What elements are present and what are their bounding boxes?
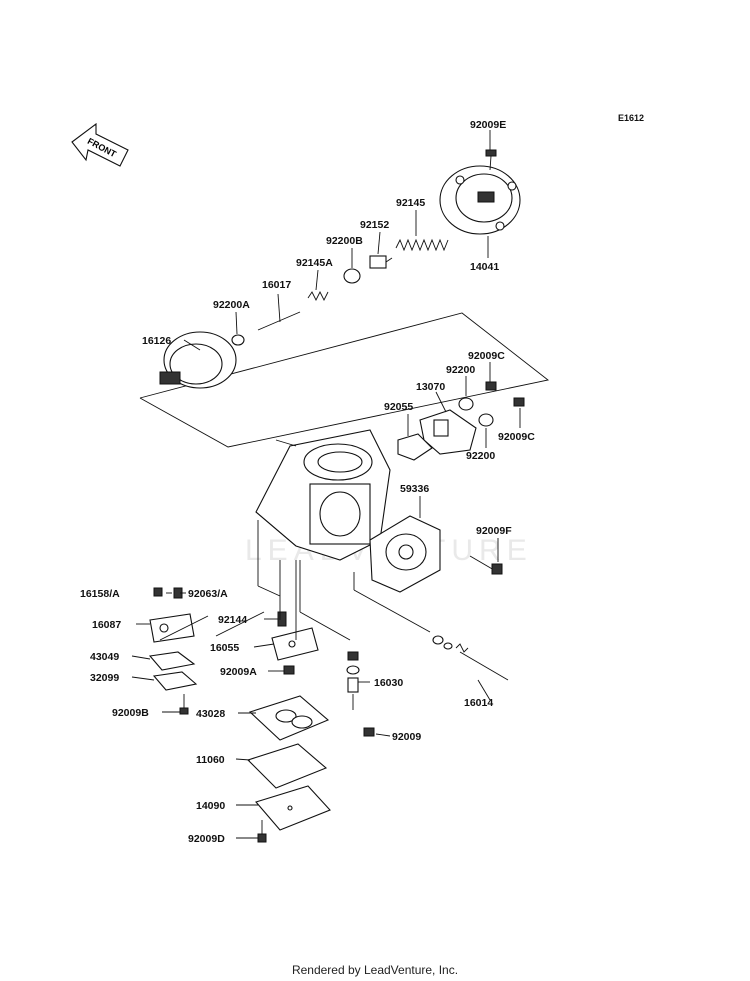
label-32099: 32099 [90,672,119,684]
label-16158A: 16158/A [80,588,120,600]
part-11060 [246,743,328,789]
part-92009A [283,665,295,675]
part-16017 [257,311,301,331]
label-92009D: 92009D [188,833,225,845]
part-14090 [255,785,331,831]
part-43049 [148,651,196,671]
label-16030: 16030 [374,677,403,689]
part-59336 [369,515,441,593]
label-16017: 16017 [262,279,291,291]
label-14041: 14041 [470,261,499,273]
part-16014 [432,635,509,681]
label-43028: 43028 [196,708,225,720]
part-14041 [439,165,521,235]
label-92200-top: 92200 [446,364,475,376]
part-13070 [419,409,477,455]
label-92144: 92144 [218,614,247,626]
label-14090: 14090 [196,800,225,812]
part-92145A [307,290,329,302]
label-43049: 43049 [90,651,119,663]
part-92009 [363,727,375,737]
part-92200A [231,334,245,346]
label-92145A: 92145A [296,257,333,269]
part-16087 [149,613,195,643]
part-16030 [346,651,360,710]
part-92009E [485,149,497,171]
part-92144 [277,611,287,627]
label-11060: 11060 [196,754,225,766]
part-92200-top [458,397,474,411]
part-92152 [369,255,393,269]
label-92009B: 92009B [112,707,149,719]
label-92009E: 92009E [470,119,506,131]
label-92009F: 92009F [476,525,512,537]
label-16055: 16055 [210,642,239,654]
part-43028 [248,695,330,741]
label-16014: 16014 [464,697,493,709]
part-16055 [271,627,319,661]
upper-assembly-panel [139,312,550,448]
label-59336: 59336 [400,483,429,495]
carburetor-body [255,429,391,561]
diagram-code: E1612 [618,113,644,123]
label-92200B: 92200B [326,235,363,247]
label-16126: 16126 [142,335,171,347]
part-92200B [343,268,361,284]
part-92009C-top [485,381,497,391]
part-92200-bottom [478,413,494,427]
label-92200A: 92200A [213,299,250,311]
label-92145: 92145 [396,197,425,209]
label-92152: 92152 [360,219,389,231]
part-92145 [395,238,449,252]
label-92009: 92009 [392,731,421,743]
part-16158A [153,587,163,597]
part-92055 [397,433,433,461]
part-92009D [257,820,267,843]
label-92009A: 92009A [220,666,257,678]
label-13070: 13070 [416,381,445,393]
footer-credit: Rendered by LeadVenture, Inc. [291,963,459,977]
label-16087: 16087 [92,619,121,631]
part-16126 [159,331,237,389]
front-arrow-icon: FRONT [71,122,129,167]
part-92009F [469,555,503,575]
label-92009C-top: 92009C [468,350,505,362]
label-92200-bottom: 92200 [466,450,495,462]
label-92055: 92055 [384,401,413,413]
label-92063A: 92063/A [188,588,228,600]
part-92009B [179,694,189,715]
label-92009C-right: 92009C [498,431,535,443]
part-92009C-right [513,397,525,407]
part-32099 [152,671,198,691]
